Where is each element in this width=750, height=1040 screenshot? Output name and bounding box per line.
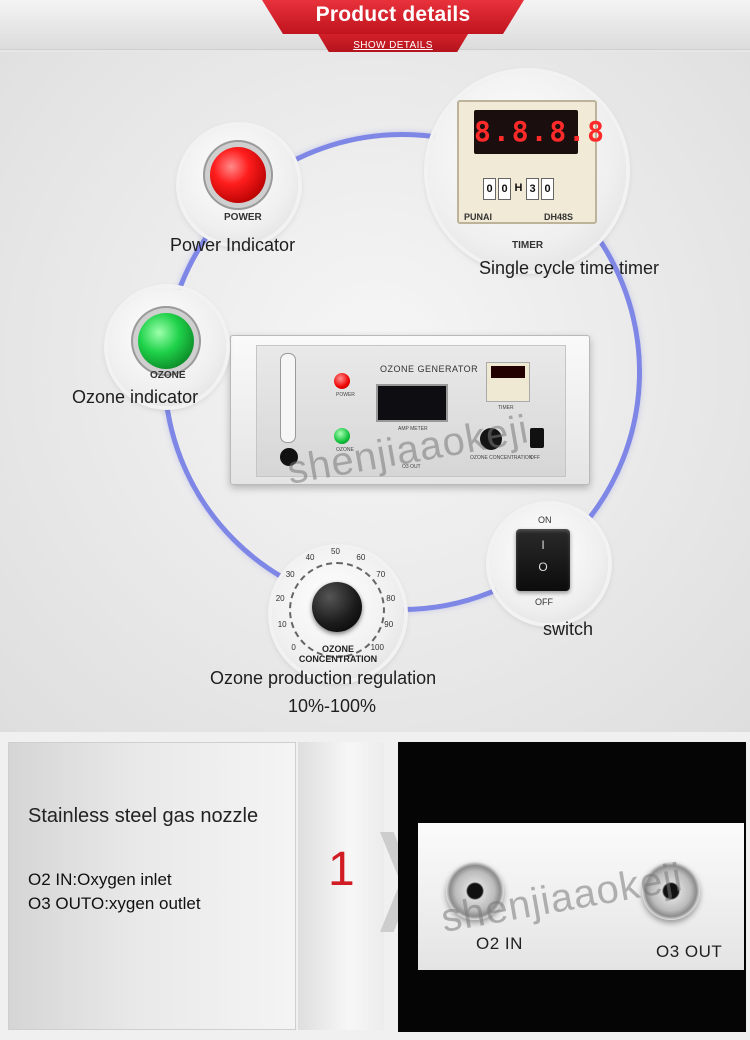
device-o3-text: O3 OUT bbox=[402, 464, 421, 470]
knob-tick-label: 60 bbox=[356, 553, 366, 563]
timer-label: TIMER bbox=[512, 240, 544, 251]
nozzle-line-outlet: O3 OUTO:xygen outlet bbox=[28, 894, 201, 913]
knob-label-line2: CONCENTRATION bbox=[298, 654, 378, 664]
knob-tick-label: 10 bbox=[277, 620, 287, 630]
timer-dial[interactable]: 0 bbox=[541, 178, 554, 200]
switch-off-mark: O bbox=[538, 560, 548, 574]
concentration-knob-icon[interactable] bbox=[312, 582, 362, 632]
knob-label-line1: OZONE bbox=[321, 644, 354, 654]
device-ozone-lamp bbox=[334, 428, 350, 444]
knob-tick-label: 80 bbox=[386, 594, 396, 604]
power-lamp-icon bbox=[210, 147, 266, 203]
device-switch bbox=[530, 428, 544, 448]
knob-tick-label: 0 bbox=[291, 642, 296, 652]
nozzle-title: Stainless steel gas nozzle bbox=[28, 805, 259, 827]
knob-caption-line2: 10%-100% bbox=[288, 696, 377, 716]
device-power-text: POWER bbox=[336, 392, 355, 398]
switch-on-label: ON bbox=[538, 515, 552, 525]
step-number: 1 bbox=[328, 843, 355, 896]
timer-dial[interactable]: 3 bbox=[526, 178, 539, 200]
device-meter-text: AMP METER bbox=[398, 426, 428, 432]
page-title: Product details bbox=[315, 3, 471, 26]
knob-tick-label: 30 bbox=[285, 570, 295, 580]
timer-display: 8.8.8.8 bbox=[474, 110, 604, 154]
power-indicator-caption: Power Indicator bbox=[170, 235, 296, 255]
device-flowmeter bbox=[280, 353, 296, 443]
device-title: OZONE GENERATOR bbox=[380, 364, 479, 374]
device-timer-screen bbox=[491, 366, 525, 378]
device-flow-knob bbox=[280, 448, 298, 466]
ozone-lamp-label: OZONE bbox=[150, 370, 186, 381]
device-conc-text: OZONE CONCENTRATION bbox=[470, 455, 533, 461]
timer-dial[interactable]: 0 bbox=[483, 178, 496, 200]
timer-unit-mark: H bbox=[513, 178, 524, 200]
knob-tick-label: 100 bbox=[370, 642, 384, 652]
knob-tick-label: 20 bbox=[275, 594, 285, 604]
ozone-lamp-icon bbox=[138, 313, 194, 369]
header-ribbon bbox=[262, 0, 524, 34]
timer-caption: Single cycle time timer bbox=[479, 258, 660, 278]
step-card bbox=[298, 742, 384, 1030]
o2-inlet-fitting-icon bbox=[446, 862, 504, 920]
o2-in-label: O2 IN bbox=[476, 934, 523, 953]
device-power-lamp bbox=[334, 373, 350, 389]
switch-caption: switch bbox=[543, 619, 594, 639]
power-lamp-label: POWER bbox=[224, 212, 262, 223]
device-amp-meter bbox=[376, 384, 448, 422]
timer-model: DH48S bbox=[544, 212, 574, 222]
timer-brand: PUNAI bbox=[464, 212, 493, 222]
knob-scale bbox=[289, 562, 385, 658]
ozone-indicator-caption: Ozone indicator bbox=[72, 387, 199, 407]
knob-tick-label: 40 bbox=[305, 553, 315, 563]
switch-on-mark: I bbox=[541, 538, 545, 552]
nozzle-text-card bbox=[8, 742, 296, 1030]
device-timer-text: TIMER bbox=[498, 405, 514, 411]
device-concentration-knob bbox=[480, 428, 502, 450]
device-off-text: OFF bbox=[530, 455, 540, 461]
device-ozone-text: OZONE bbox=[336, 447, 354, 453]
timer-dial-row: 0 0 H 3 0 bbox=[483, 178, 554, 202]
o3-out-label: O3 OUT bbox=[656, 942, 723, 961]
knob-tick-label: 50 bbox=[331, 547, 340, 556]
rocker-switch-icon[interactable] bbox=[516, 529, 570, 591]
timer-dial[interactable]: 0 bbox=[498, 178, 511, 200]
nozzle-line-inlet: O2 IN:Oxygen inlet bbox=[28, 870, 172, 889]
knob-tick-label: 90 bbox=[384, 620, 394, 630]
knob-tick-label: 70 bbox=[376, 570, 386, 580]
switch-off-label: OFF bbox=[535, 597, 553, 607]
o3-outlet-fitting-icon bbox=[642, 862, 700, 920]
knob-caption-line1: Ozone production regulation bbox=[210, 668, 437, 688]
show-details-link[interactable]: SHOW DETAILS bbox=[353, 40, 433, 51]
